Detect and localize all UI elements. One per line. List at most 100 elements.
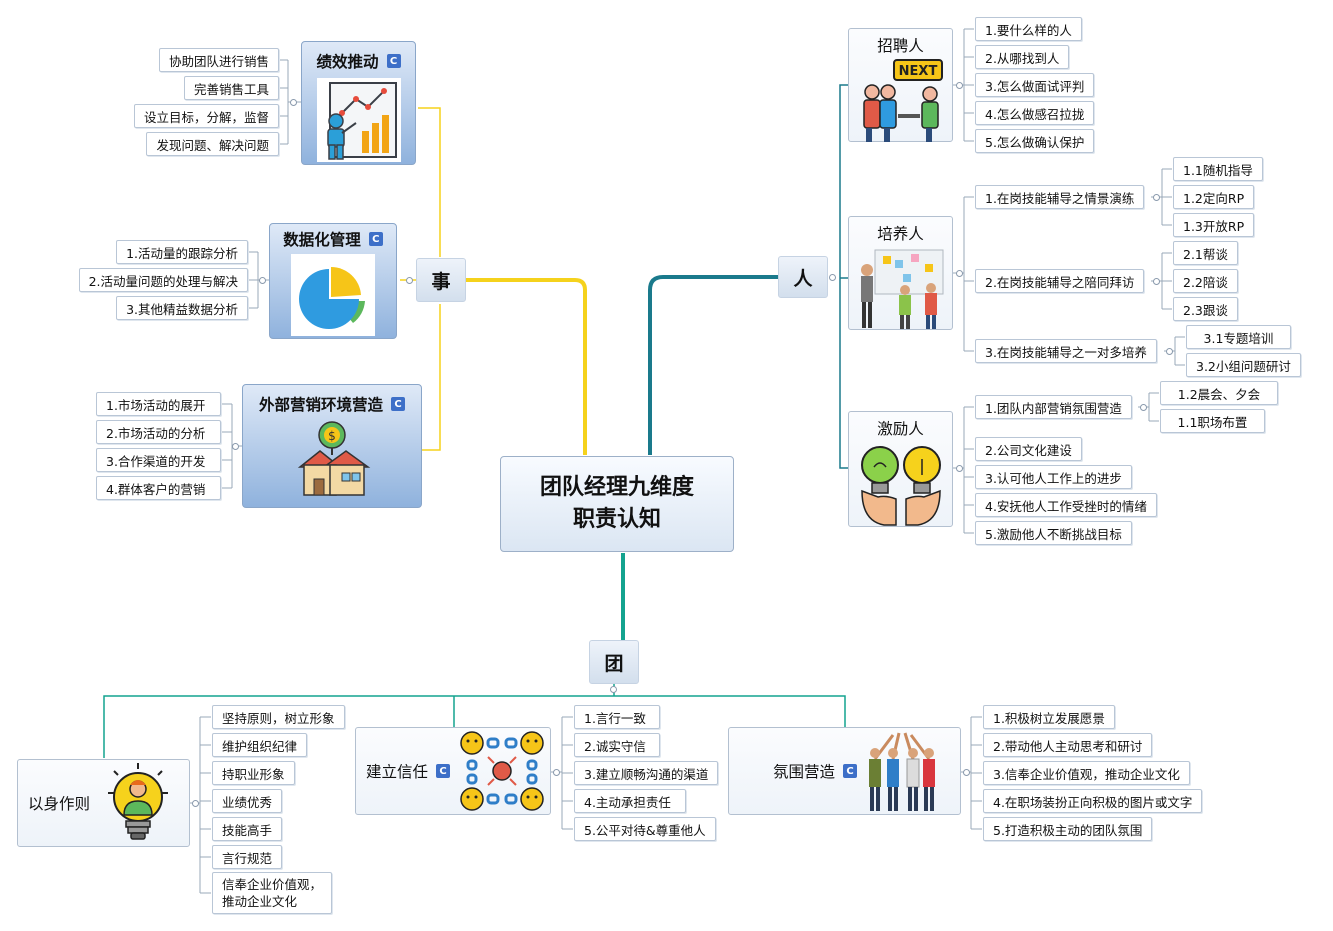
topic-atmosphere[interactable]: 氛围营造 C <box>728 727 961 815</box>
example-item-line2: 推动企业文化 <box>222 894 298 909</box>
recruit-item[interactable]: 5.怎么做确认保护 <box>975 129 1095 153</box>
train-item[interactable]: 3.在岗技能辅导之一对多培养 <box>975 339 1157 363</box>
example-item[interactable]: 维护组织纪律 <box>212 733 308 757</box>
motivate-sub-item[interactable]: 1.1职场布置 <box>1160 409 1265 433</box>
topic-title-text: 培养人 <box>877 225 924 243</box>
topic-lead-by-example[interactable]: 以身作则 <box>17 759 190 847</box>
collapse-toggle[interactable] <box>956 82 963 89</box>
example-item[interactable]: 业绩优秀 <box>212 789 283 813</box>
perf-item[interactable]: 设立目标，分解，监督 <box>133 104 279 128</box>
atmos-item[interactable]: 3.信奉企业价值观，推动企业文化 <box>983 761 1190 785</box>
topic-title-text: 绩效推动 <box>316 53 379 71</box>
collapse-toggle[interactable] <box>192 800 199 807</box>
collapse-toggle[interactable] <box>956 270 963 277</box>
topic-external-marketing[interactable]: 外部营销环境营造 C $ <box>242 384 422 508</box>
topic-motivate[interactable]: 激励人 <box>848 411 953 527</box>
topic-recruit[interactable]: 招聘人 NEXT <box>848 28 953 142</box>
market-item[interactable]: 1.市场活动的展开 <box>96 392 221 416</box>
example-item[interactable]: 持职业形象 <box>212 761 295 785</box>
collapse-toggle[interactable] <box>1140 404 1147 411</box>
train-sub-item[interactable]: 3.2小组问题研讨 <box>1186 353 1301 377</box>
topic-train[interactable]: 培养人 <box>848 216 953 330</box>
collapse-toggle[interactable] <box>290 99 297 106</box>
collapse-toggle[interactable] <box>956 465 963 472</box>
trust-item[interactable]: 2.诚实守信 <box>574 733 660 757</box>
notes-c-icon[interactable]: C <box>391 397 405 411</box>
train-sub-item[interactable]: 1.1随机指导 <box>1173 157 1263 181</box>
train-item[interactable]: 1.在岗技能辅导之情景演练 <box>975 185 1145 209</box>
motivate-item[interactable]: 1.团队内部营销氛围营造 <box>975 395 1132 419</box>
atmos-item[interactable]: 5.打造积极主动的团队氛围 <box>983 817 1153 841</box>
collapse-toggle[interactable] <box>963 769 970 776</box>
house-dollar-icon: $ <box>290 419 374 503</box>
topic-title-text: 数据化管理 <box>283 231 361 249</box>
perf-item[interactable]: 协助团队进行销售 <box>158 48 279 72</box>
atmos-item[interactable]: 1.积极树立发展愿景 <box>983 705 1115 729</box>
collapse-toggle[interactable] <box>553 769 560 776</box>
market-item[interactable]: 2.市场活动的分析 <box>96 420 221 444</box>
train-sub-item[interactable]: 2.2陪谈 <box>1173 269 1238 293</box>
training-session-icon <box>855 246 947 330</box>
topic-data-management[interactable]: 数据化管理 C <box>269 223 397 339</box>
topic-title: 数据化管理 C <box>283 228 383 250</box>
central-topic[interactable]: 团队经理九维度 职责认知 <box>500 456 734 552</box>
collapse-toggle[interactable] <box>232 443 239 450</box>
example-item-multiline[interactable]: 信奉企业价值观， 推动企业文化 <box>212 872 333 914</box>
recruit-item[interactable]: 1.要什么样的人 <box>975 17 1082 41</box>
notes-c-icon[interactable]: C <box>386 54 401 68</box>
collapse-toggle[interactable] <box>259 277 266 284</box>
topic-performance[interactable]: 绩效推动 C <box>301 41 416 165</box>
train-sub-item[interactable]: 3.1专题培训 <box>1186 325 1291 349</box>
atmos-item[interactable]: 2.带动他人主动思考和研讨 <box>983 733 1153 757</box>
category-shi[interactable]: 事 <box>416 258 466 302</box>
network-faces-icon <box>458 729 546 813</box>
notes-c-icon[interactable]: C <box>368 232 383 246</box>
topic-title: 建立信任 C <box>366 760 451 782</box>
motivate-item[interactable]: 3.认可他人工作上的进步 <box>975 465 1132 489</box>
topic-title-text: 建立信任 <box>366 763 429 781</box>
perf-item[interactable]: 完善销售工具 <box>183 76 279 100</box>
notes-c-icon[interactable]: C <box>843 764 858 778</box>
example-item[interactable]: 坚持原则，树立形象 <box>212 705 345 729</box>
example-item[interactable]: 言行规范 <box>212 845 283 869</box>
category-tuan[interactable]: 团 <box>589 640 639 684</box>
market-item[interactable]: 3.合作渠道的开发 <box>96 448 221 472</box>
train-sub-item[interactable]: 1.3开放RP <box>1173 213 1255 237</box>
recruit-item[interactable]: 4.怎么做感召拉拢 <box>975 101 1095 125</box>
trust-item[interactable]: 5.公平对待&尊重他人 <box>574 817 716 841</box>
data-item[interactable]: 3.其他精益数据分析 <box>116 296 248 320</box>
collapse-toggle[interactable] <box>1153 194 1160 201</box>
train-sub-item[interactable]: 1.2定向RP <box>1173 185 1255 209</box>
train-sub-item[interactable]: 2.1帮谈 <box>1173 241 1238 265</box>
motivate-sub-item[interactable]: 1.2晨会、夕会 <box>1160 381 1278 405</box>
train-sub-item[interactable]: 2.3跟谈 <box>1173 297 1238 321</box>
topic-title-text: 招聘人 <box>877 37 924 55</box>
topic-title-text: 氛围营造 <box>773 763 836 781</box>
example-item[interactable]: 技能高手 <box>212 817 283 841</box>
collapse-toggle[interactable] <box>1166 348 1173 355</box>
recruit-next-icon: NEXT <box>858 58 944 144</box>
market-item[interactable]: 4.群体客户的营销 <box>96 476 221 500</box>
collapse-toggle[interactable] <box>1153 278 1160 285</box>
collapse-toggle[interactable] <box>610 686 617 693</box>
collapse-toggle[interactable] <box>829 274 836 281</box>
train-item[interactable]: 2.在岗技能辅导之陪同拜访 <box>975 269 1145 293</box>
data-item[interactable]: 1.活动量的跟踪分析 <box>116 240 248 264</box>
trust-item[interactable]: 4.主动承担责任 <box>574 789 686 813</box>
motivate-item[interactable]: 5.激励他人不断挑战目标 <box>975 521 1132 545</box>
data-item[interactable]: 2.活动量问题的处理与解决 <box>78 268 248 292</box>
trust-item[interactable]: 1.言行一致 <box>574 705 660 729</box>
category-ren[interactable]: 人 <box>778 256 828 298</box>
central-title-line1: 团队经理九维度 <box>539 475 694 500</box>
motivate-item[interactable]: 4.安抚他人工作受挫时的情绪 <box>975 493 1157 517</box>
collapse-toggle[interactable] <box>406 277 413 284</box>
perf-item[interactable]: 发现问题、解决问题 <box>146 132 279 156</box>
recruit-item[interactable]: 3.怎么做面试评判 <box>975 73 1095 97</box>
recruit-item[interactable]: 2.从哪找到人 <box>975 45 1070 69</box>
topic-title: 外部营销环境营造 C <box>259 393 405 415</box>
trust-item[interactable]: 3.建立顺畅沟通的渠道 <box>574 761 719 785</box>
atmos-item[interactable]: 4.在职场装扮正向积极的图片或文字 <box>983 789 1203 813</box>
notes-c-icon[interactable]: C <box>436 764 451 778</box>
topic-build-trust[interactable]: 建立信任 C <box>355 727 551 815</box>
motivate-item[interactable]: 2.公司文化建设 <box>975 437 1082 461</box>
